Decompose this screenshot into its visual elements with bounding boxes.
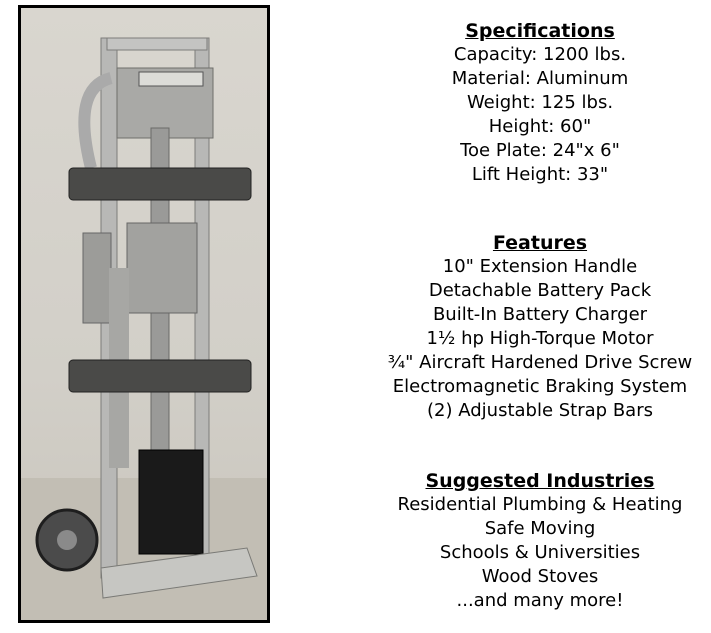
industries-section: Suggested Industries Residential Plumbin… <box>360 469 711 613</box>
feature-item: Built-In Battery Charger <box>432 304 648 325</box>
industry-item: Wood Stoves <box>481 566 599 587</box>
industry-item: Schools & Universities <box>439 542 641 563</box>
feature-item: (2) Adjustable Strap Bars <box>427 400 653 421</box>
feature-item: 10" Extension Handle <box>442 256 638 277</box>
feature-item: Detachable Battery Pack <box>428 280 652 301</box>
industries-title: Suggested Industries <box>425 470 655 492</box>
hand-truck-illustration <box>21 37 267 620</box>
industry-item: ...and many more! <box>456 590 624 611</box>
feature-item: ¾" Aircraft Hardened Drive Screw <box>387 352 693 373</box>
spec-capacity: Capacity: 1200 lbs. <box>453 44 627 65</box>
specifications-title: Specifications <box>465 20 615 42</box>
spec-height: Height: 60" <box>488 116 592 137</box>
feature-item: 1½ hp High-Torque Motor <box>426 328 654 349</box>
specifications-section: Specifications Capacity: 1200 lbs. Mater… <box>360 19 711 187</box>
feature-item: Electromagnetic Braking System <box>392 376 688 397</box>
lectro-truck-photo <box>21 8 267 620</box>
features-title: Features <box>492 232 588 254</box>
spec-weight: Weight: 125 lbs. <box>466 92 614 113</box>
features-section: Features 10" Extension Handle Detachable… <box>360 231 711 423</box>
spec-material: Material: Aluminum <box>451 68 629 89</box>
spec-lift-height: Lift Height: 33" <box>471 164 609 185</box>
industry-item: Safe Moving <box>484 518 596 539</box>
product-photo-frame <box>18 5 270 623</box>
spec-toe-plate: Toe Plate: 24"x 6" <box>460 140 620 161</box>
industry-item: Residential Plumbing & Heating <box>397 494 683 515</box>
